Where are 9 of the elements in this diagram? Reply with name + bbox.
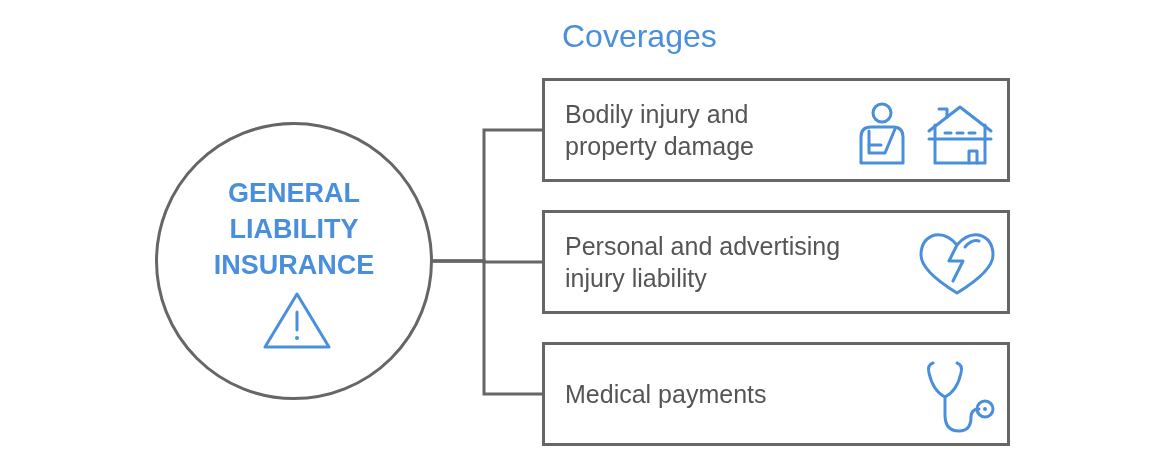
section-heading: Coverages (562, 18, 717, 55)
connector-line (433, 259, 542, 396)
coverage-label: Personal and advertising injury liability (565, 231, 842, 294)
coverage-label: Medical payments (565, 379, 768, 410)
coverage-box (542, 210, 1010, 314)
coverage-box (542, 342, 1010, 446)
coverage-label: Bodily injury and property damage (565, 99, 755, 162)
node-title: GENERAL LIABILITY INSURANCE (212, 177, 376, 282)
coverage-box (542, 78, 1010, 182)
